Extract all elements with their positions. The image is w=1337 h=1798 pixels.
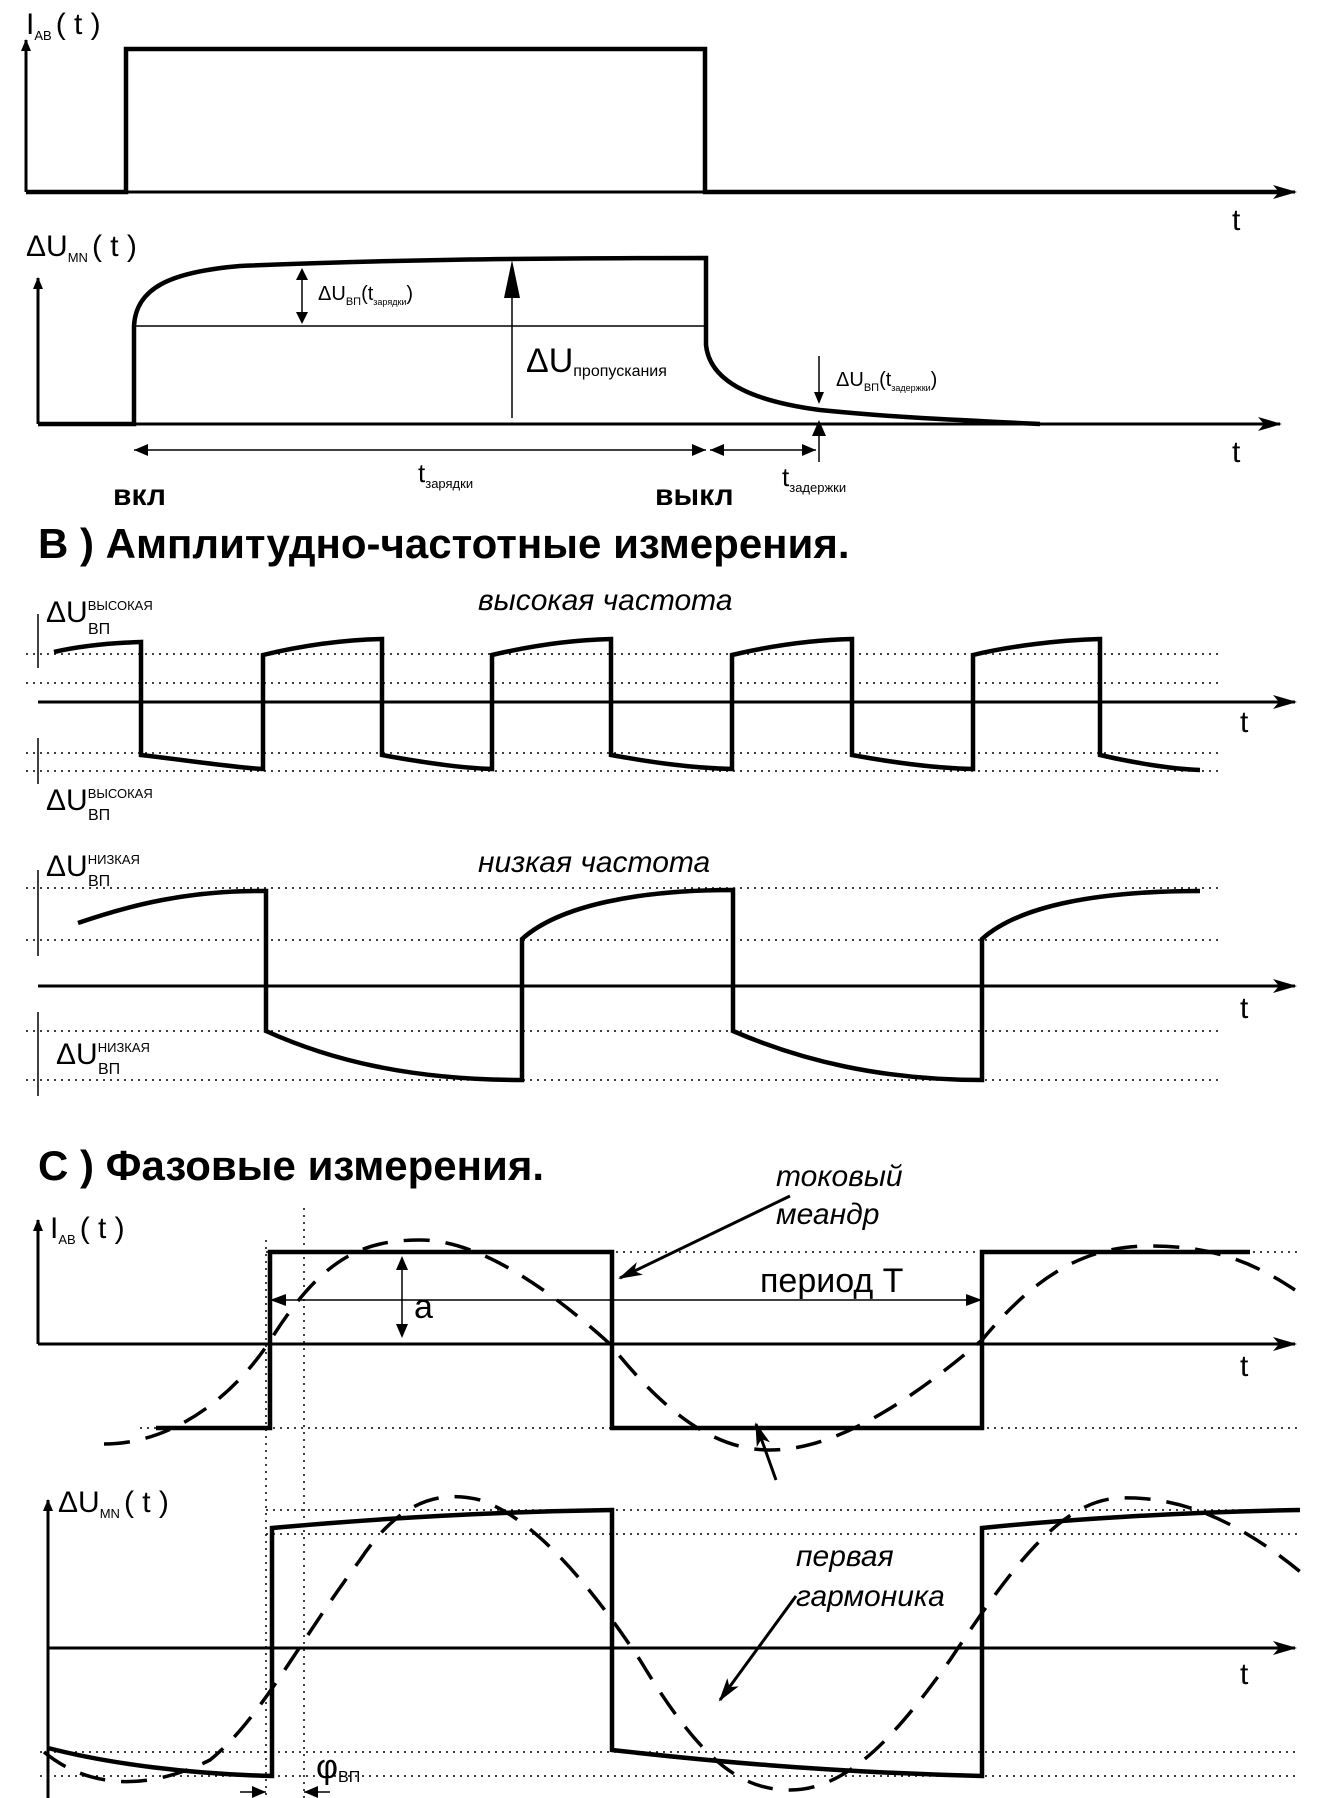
dU-vp-charge-label: ΔUВП(tзарядки) [318,283,413,308]
dU-delay-arrowhead-top [814,392,824,404]
panel-c-heading: C ) Фазовые измерения. [38,1142,544,1189]
current-pulse [26,46,1280,195]
meander-time-label: t [1240,1350,1249,1383]
high-dU-top-vp: ВП [88,621,110,638]
low-dU-bottom-vp: ВП [98,1061,120,1078]
voltage-label: ΔUMN( t ) [26,230,137,265]
panel-b-heading: B ) Амплитудно-частотные измерения. [38,520,850,567]
high-dU-bottom-label: ΔUВЫСОКАЯ [46,784,153,817]
t-delay-label: tзадержки [782,462,846,495]
amplitude-label: a [414,1288,433,1326]
current-meander [156,1249,1250,1431]
low-dU-bottom-label: ΔUНИЗКАЯ [56,1038,150,1071]
panel-c-current: IАВ( t ) токовый меандр период T a t [33,1160,1300,1798]
on-label: вкл [113,479,166,512]
low-time-label: t [1240,992,1249,1025]
low-frequency-caption: низкая частота [478,846,710,879]
first-harmonic-voltage [42,1494,1312,1792]
dU-charge-arrowheads [296,268,308,324]
meander-caption-2: меандр [776,1198,879,1231]
high-dU-top-label: ΔUВЫСОКАЯ [46,596,153,629]
low-dU-top-vp: ВП [88,873,110,890]
time-label-2: t [1232,436,1241,469]
harmonic-pointer-2 [754,1422,778,1481]
panel-b-low: низкая частота ΔUНИЗКАЯ ВП ΔUНИЗКАЯ ВП t [26,846,1297,1096]
high-frequency-wave [53,636,1201,773]
high-frequency-caption: высокая частота [478,584,733,617]
low-dU-top-label: ΔUНИЗКАЯ [46,850,140,883]
panel-b-high: высокая частота ΔUВЫСОКАЯ ВП ΔUВЫСОКАЯ В… [26,584,1297,824]
dU-delay-arrowhead-bottom [812,420,826,436]
panel-a-voltage: ΔUMN( t ) ΔUВП(tзарядки) ΔUпропускания Δ… [26,230,1282,512]
harmonic-pointer-1 [718,1595,798,1702]
panel-c-voltage: ΔUMN( t ) первая гармоника t φВП [40,1422,1312,1798]
meander-current-label: IАВ( t ) [50,1212,125,1247]
phase-arrowheads [252,1786,318,1798]
low-frequency-wave [77,887,1201,1083]
voltage-response-meander [47,1507,1301,1779]
high-time-label: t [1240,706,1249,739]
phase-label: φВП [316,1748,360,1786]
voltage-c-time-label: t [1240,1658,1249,1691]
voltage-response-curve [38,255,1041,427]
meander-caption-1: токовый [776,1160,903,1193]
harmonic-caption-2: гармоника [796,1580,945,1613]
voltage-c-label: ΔUMN( t ) [58,1486,169,1521]
t-charge-label: tзарядки [418,458,473,491]
harmonic-caption-1: первая [796,1540,894,1573]
panel-a-current: IАВ( t ) t [21,8,1297,237]
period-label: период T [760,1262,903,1300]
dU-vp-delay-label: ΔUВП(tзадержки) [836,369,937,394]
time-label: t [1232,204,1241,237]
dU-pass-label: ΔUпропускания [526,342,667,380]
dU-pass-arrowhead [504,260,520,298]
high-dU-bottom-vp: ВП [88,807,110,824]
current-label: IАВ( t ) [26,8,101,43]
first-harmonic-current [103,1238,1296,1452]
off-label: выкл [655,479,734,512]
meander-pointer [618,1194,791,1280]
